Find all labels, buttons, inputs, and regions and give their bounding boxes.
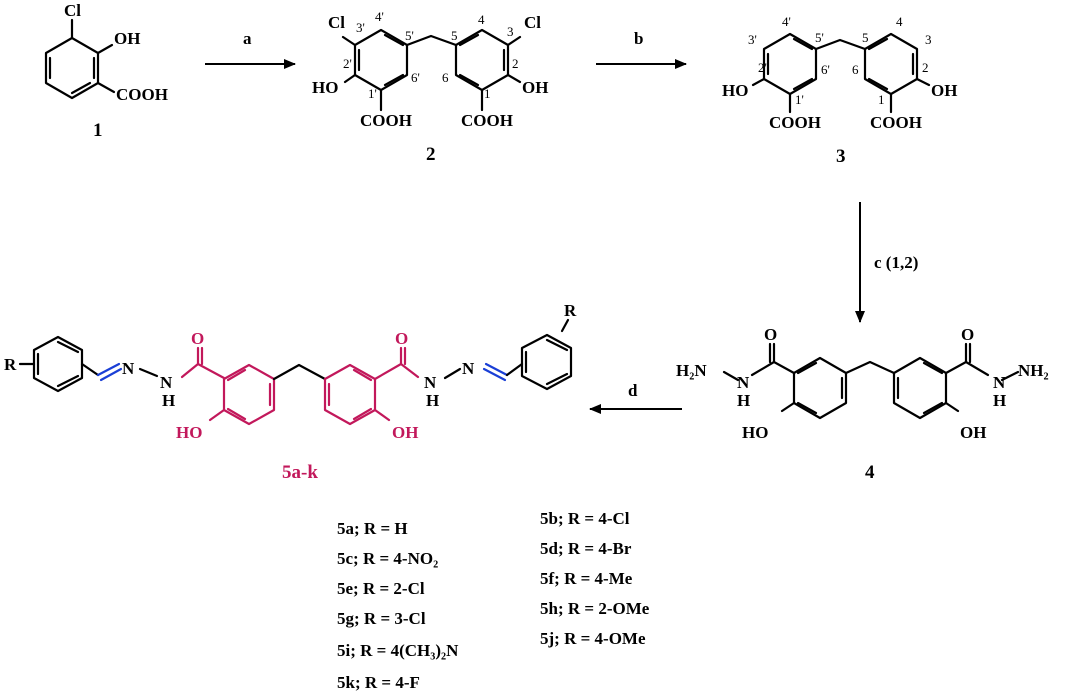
position-6: 6	[852, 62, 859, 77]
position-5prime: 5'	[815, 30, 824, 45]
compound-number: 2	[426, 144, 436, 165]
hydroxyl-right-label: OH	[522, 78, 548, 97]
substituent-list: 5a; R = H 5c; R = 4-NO₂ 5e; R = 2-Cl 5g;…	[337, 509, 650, 692]
position-6prime: 6'	[411, 70, 420, 85]
compound-number: 4	[865, 462, 875, 483]
hydroxyl-left-label: HO	[312, 78, 338, 97]
position-1prime: 1'	[795, 92, 804, 107]
amide-nitrogen-right: N	[424, 373, 437, 392]
substituent-entry: 5d; R = 4-Br	[540, 539, 632, 558]
position-3prime: 3'	[356, 20, 365, 35]
position-1: 1	[484, 86, 491, 101]
nitrogen-right-label: N	[993, 373, 1006, 392]
hydroxyl-right-label: OH	[392, 423, 418, 442]
position-4: 4	[478, 12, 485, 27]
position-1prime: 1'	[368, 86, 377, 101]
nitrogen-left-label: N	[737, 373, 750, 392]
position-2: 2	[922, 60, 929, 75]
hydroxyl-left-label: HO	[176, 423, 202, 442]
hydroxyl-right-label: OH	[960, 423, 986, 442]
position-3: 3	[925, 32, 932, 47]
substituent-entry: 5e; R = 2-Cl	[337, 579, 425, 598]
compound-number: 3	[836, 146, 846, 167]
position-1: 1	[878, 92, 885, 107]
carboxyl-left-label: COOH	[769, 113, 821, 132]
position-2prime: 2'	[758, 60, 767, 75]
position-4prime: 4'	[782, 14, 791, 29]
compound-2: Cl Cl HO OH COOH COOH 3' 4' 5' 2' 1' 6' …	[312, 9, 548, 165]
substituent-entry: 5h; R = 2-OMe	[540, 599, 650, 618]
hydroxyl-left-label: HO	[722, 81, 748, 100]
substituent-entry: 5f; R = 4-Me	[540, 569, 633, 588]
carbonyl-left-label: O	[764, 325, 777, 344]
position-3: 3	[507, 24, 514, 39]
carbonyl-right-label: O	[961, 325, 974, 344]
amino-right-label: NH₂	[1018, 361, 1049, 380]
hydrogen-left-label: H	[737, 391, 750, 410]
substituent-entry: 5g; R = 3-Cl	[337, 609, 426, 628]
amide-nitrogen-left: N	[160, 373, 173, 392]
hydroxyl-label: OH	[114, 29, 140, 48]
imine-nitrogen-left: N	[122, 359, 135, 378]
reagent-label-a: a	[243, 29, 252, 48]
substituent-entry: 5b; R = 4-Cl	[540, 509, 630, 528]
position-4prime: 4'	[375, 9, 384, 24]
substituent-entry: 5a; R = H	[337, 519, 408, 538]
position-4: 4	[896, 14, 903, 29]
compound-5: R N N H N H N R O O HO OH 5a-k	[4, 301, 577, 483]
hydroxyl-left-label: HO	[742, 423, 768, 442]
chloro-right-label: Cl	[524, 13, 541, 32]
reagent-label-c: c (1,2)	[874, 253, 918, 272]
substituent-r-right: R	[564, 301, 577, 320]
carbonyl-right-label: O	[395, 329, 408, 348]
imine-nitrogen-right: N	[462, 359, 475, 378]
position-5prime: 5'	[405, 28, 414, 43]
hydroxyl-right-label: OH	[931, 81, 957, 100]
reagent-label-b: b	[634, 29, 643, 48]
carboxyl-left-label: COOH	[360, 111, 412, 130]
position-5: 5	[451, 28, 458, 43]
substituent-entry: 5i; R = 4(CH₃)₂N	[337, 641, 459, 660]
compound-number: 5a-k	[282, 462, 318, 483]
substituent-entry: 5j; R = 4-OMe	[540, 629, 646, 648]
substituent-entry: 5c; R = 4-NO₂	[337, 549, 438, 568]
chloro-left-label: Cl	[328, 13, 345, 32]
amino-left-label: H₂N	[676, 361, 707, 380]
compound-1: Cl OH COOH 1	[44, 1, 168, 141]
amide-hydrogen-left: H	[162, 391, 175, 410]
substituent-r-left: R	[4, 355, 17, 374]
chloro-label: Cl	[64, 1, 81, 20]
carbonyl-left-label: O	[191, 329, 204, 348]
position-6: 6	[442, 70, 449, 85]
amide-hydrogen-right: H	[426, 391, 439, 410]
reagent-label-d: d	[628, 381, 638, 400]
position-2: 2	[512, 56, 519, 71]
position-2prime: 2'	[343, 56, 352, 71]
position-5: 5	[862, 30, 869, 45]
position-3prime: 3'	[748, 32, 757, 47]
substituent-entry: 5k; R = 4-F	[337, 673, 420, 692]
carboxyl-label: COOH	[116, 85, 168, 104]
carboxyl-right-label: COOH	[870, 113, 922, 132]
compound-4: O O H₂N N H N H NH₂ HO OH 4	[676, 325, 1049, 483]
compound-number: 1	[93, 120, 103, 141]
carboxyl-right-label: COOH	[461, 111, 513, 130]
hydrogen-right-label: H	[993, 391, 1006, 410]
compound-3: HO OH COOH COOH 3' 4' 5' 2' 1' 6' 5 4 3 …	[722, 14, 957, 167]
position-6prime: 6'	[821, 62, 830, 77]
